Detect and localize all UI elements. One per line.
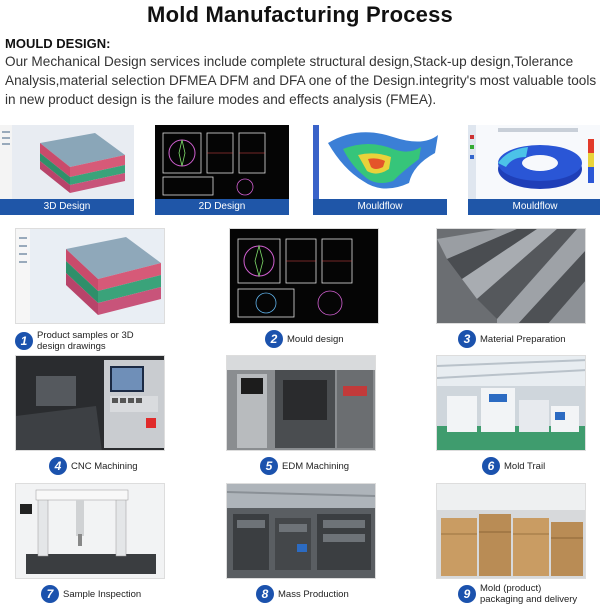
step-number-badge: 6 <box>482 457 500 475</box>
step-label: Mold (product) packaging and delivery <box>480 583 578 605</box>
step-label: Material Preparation <box>480 333 566 345</box>
step-image-packaging-cartons <box>436 483 586 579</box>
step-number-badge: 4 <box>49 457 67 475</box>
step-label: Mass Production <box>278 588 349 600</box>
step-label: Mold Trail <box>504 460 546 472</box>
step-label: Sample Inspection <box>63 588 142 600</box>
design-thumb-mouldflow-1: Mouldflow <box>313 125 447 215</box>
step-card: 4 CNC Machining <box>15 355 165 479</box>
step-image-3d-drawing <box>15 228 165 324</box>
mouldflow-image <box>468 125 600 199</box>
step-number-badge: 8 <box>256 585 274 603</box>
step-label: Mould design <box>287 333 344 345</box>
step-card: 1 Product samples or 3D design drawings <box>15 228 165 352</box>
strip-caption: Mouldflow <box>313 199 447 215</box>
step-label: EDM Machining <box>282 460 350 472</box>
step-card: 3 Material Preparation <box>436 228 586 352</box>
step-image-injection-molding-floor <box>436 355 586 451</box>
step-card: 9 Mold (product) packaging and delivery <box>436 483 586 607</box>
step-number-badge: 7 <box>41 585 59 603</box>
step-card: 2 Mould design <box>229 228 379 352</box>
page-title: Mold Manufacturing Process <box>147 2 453 27</box>
step-number-badge: 9 <box>458 585 476 603</box>
strip-caption: 3D Design <box>0 199 134 215</box>
step-image-mass-production <box>226 483 376 579</box>
design-thumb-3d: 3D Design <box>0 125 134 215</box>
step-image-cmm-inspection <box>15 483 165 579</box>
strip-caption: Mouldflow <box>468 199 600 215</box>
step-number-badge: 1 <box>15 332 33 350</box>
step-image-edm-machine <box>226 355 376 451</box>
step-image-cnc-machine <box>15 355 165 451</box>
step-number-badge: 3 <box>458 330 476 348</box>
strip-caption: 2D Design <box>155 199 289 215</box>
intro-paragraph: Our Mechanical Design services include c… <box>5 54 597 107</box>
step-image-mould-design <box>229 228 379 324</box>
design-thumb-mouldflow-2: Mouldflow <box>468 125 600 215</box>
cad-2d-image <box>155 125 289 199</box>
section-heading: MOULD DESIGN: <box>5 36 111 51</box>
step-card: 8 Mass Production <box>226 483 376 607</box>
step-card: 7 Sample Inspection <box>15 483 165 607</box>
step-number-badge: 5 <box>260 457 278 475</box>
design-thumb-2d: 2D Design <box>155 125 289 215</box>
step-number-badge: 2 <box>265 330 283 348</box>
step-image-steel-bars <box>436 228 586 324</box>
mouldflow-image <box>313 125 447 199</box>
step-card: 5 EDM Machining <box>226 355 376 479</box>
step-label: CNC Machining <box>71 460 138 472</box>
cad-3d-image <box>0 125 134 199</box>
step-card: 6 Mold Trail <box>436 355 586 479</box>
step-label: Product samples or 3D design drawings <box>37 330 134 352</box>
